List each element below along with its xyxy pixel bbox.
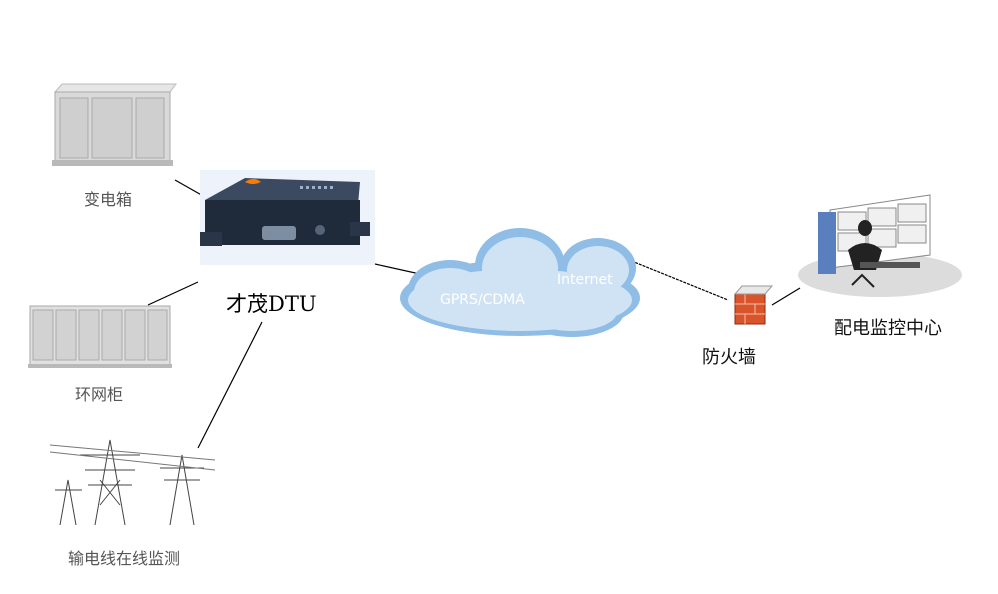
- ring-main-unit-icon: [28, 305, 172, 368]
- monitor-center-label: 配电监控中心: [834, 318, 942, 339]
- transformer-box-label: 变电箱: [84, 190, 133, 209]
- line-firewall-center: [771, 287, 801, 306]
- power-tower-icon: [49, 439, 216, 526]
- line-cloud-firewall: [623, 257, 729, 301]
- firewall-icon: [733, 285, 774, 325]
- cloud-icon: [400, 228, 640, 337]
- dtu-label: 才茂DTU: [226, 292, 317, 316]
- cloud-label-right: Internet: [557, 272, 613, 288]
- cloud-label-left: GPRS/CDMA: [440, 292, 525, 308]
- dtu-device-icon: [200, 170, 375, 265]
- connection-lines: [147, 179, 801, 449]
- ring-main-unit-label: 环网柜: [75, 385, 124, 404]
- transformer-box-icon: [52, 83, 177, 166]
- line-powerline-dtu: [197, 321, 263, 449]
- line-ring-dtu: [147, 281, 199, 306]
- monitor-center-icon: [798, 194, 962, 297]
- power-line-label: 输电线在线监测: [68, 549, 181, 568]
- firewall-label: 防火墙: [702, 347, 756, 368]
